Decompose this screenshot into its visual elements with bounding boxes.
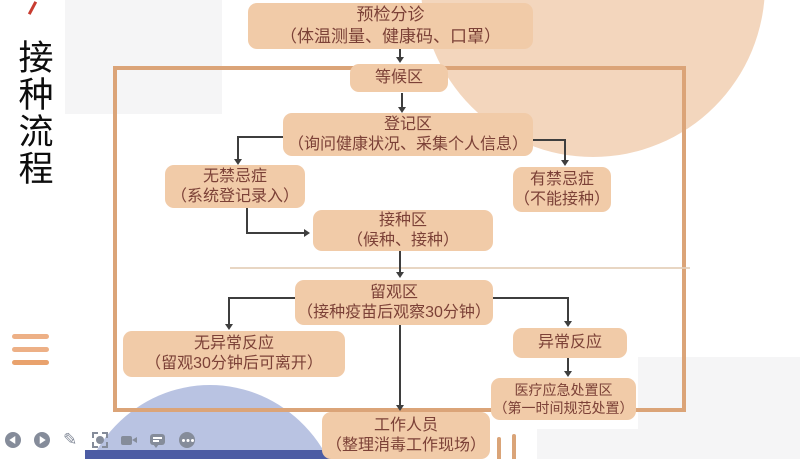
connector-registration-contra bbox=[561, 139, 569, 166]
node-title: 有禁忌症 bbox=[529, 170, 594, 188]
node-title: 无异常反应 bbox=[193, 335, 274, 352]
connector-nocontra-vaccination bbox=[246, 229, 310, 237]
node-title: 接种区 bbox=[378, 211, 427, 229]
connector-precheck-waiting bbox=[396, 49, 404, 63]
flow-node-waiting: 等候区 bbox=[350, 64, 448, 92]
camera-icon[interactable] bbox=[121, 432, 137, 448]
node-subtitle: （第一时间规范处置） bbox=[493, 400, 634, 416]
node-subtitle: （整理消毒工作现场） bbox=[325, 436, 486, 454]
node-subtitle: （系统登记录入） bbox=[170, 187, 299, 205]
flow-node-observation: 留观区 （接种疫苗后观察30分钟） bbox=[295, 280, 493, 325]
pencil-icon[interactable] bbox=[63, 432, 79, 448]
connector-registration-nocontra bbox=[237, 136, 283, 138]
node-title: 医疗应急处置区 bbox=[514, 382, 613, 398]
connector-registration-contra bbox=[532, 139, 566, 141]
connector-observation-normal bbox=[225, 297, 233, 330]
decor-red-tick bbox=[27, 1, 38, 15]
connector-registration-nocontra bbox=[234, 136, 242, 165]
connector-waiting-registration bbox=[398, 93, 406, 113]
node-title: 异常反应 bbox=[537, 334, 602, 351]
node-title: 登记区 bbox=[383, 115, 432, 133]
node-subtitle: （体温测量、健康码、口罩） bbox=[280, 27, 501, 46]
node-title: 工作人员 bbox=[373, 416, 438, 434]
flow-node-staff: 工作人员 （整理消毒工作现场） bbox=[322, 412, 490, 459]
decor-vertical-bar bbox=[512, 434, 516, 459]
decor-blue-bar bbox=[85, 450, 460, 459]
connector-observation-abnormal bbox=[564, 297, 572, 327]
decor-gray-rect-bottom bbox=[537, 429, 800, 459]
node-title: 无禁忌症 bbox=[202, 167, 267, 185]
flow-node-precheck: 预检分诊 （体温测量、健康码、口罩） bbox=[248, 3, 533, 49]
connector-nocontra-vaccination bbox=[246, 207, 248, 234]
more-icon[interactable] bbox=[179, 432, 195, 448]
flow-node-registration: 登记区 （询问健康状况、采集个人信息） bbox=[283, 113, 533, 156]
node-subtitle: （接种疫苗后观察30分钟） bbox=[297, 303, 491, 321]
connector-observation-abnormal bbox=[493, 297, 569, 299]
flow-node-no-reaction: 无异常反应 （留观30分钟后可离开） bbox=[123, 331, 345, 377]
decor-hamburger-line bbox=[12, 334, 49, 339]
connector-observation-normal bbox=[228, 297, 295, 299]
flow-node-no-contraindication: 无禁忌症 （系统登记录入） bbox=[165, 165, 305, 208]
chat-icon[interactable] bbox=[150, 432, 166, 448]
decor-hamburger-line bbox=[12, 347, 49, 352]
flow-node-emergency: 医疗应急处置区 （第一时间规范处置） bbox=[491, 378, 636, 420]
flow-node-vaccination: 接种区 （候种、接种） bbox=[313, 210, 493, 251]
node-subtitle: （询问健康状况、采集个人信息） bbox=[287, 135, 528, 153]
slide-title: 接种流程 bbox=[18, 39, 54, 189]
node-title: 等候区 bbox=[374, 69, 423, 86]
connector-observation-staff bbox=[396, 325, 404, 411]
laser-pointer-icon[interactable] bbox=[92, 432, 108, 448]
decor-divider-line bbox=[230, 267, 690, 269]
node-subtitle: （不能接种） bbox=[513, 190, 610, 208]
player-toolbar bbox=[5, 432, 195, 448]
decor-vertical-bar bbox=[497, 437, 501, 459]
node-title: 预检分诊 bbox=[356, 5, 425, 24]
decor-hamburger-line bbox=[12, 360, 49, 365]
node-subtitle: （留观30分钟后可离开） bbox=[145, 355, 323, 372]
flow-node-abnormal-reaction: 异常反应 bbox=[513, 328, 627, 358]
node-title: 留观区 bbox=[369, 283, 418, 301]
next-icon[interactable] bbox=[34, 432, 50, 448]
connector-vaccination-observation bbox=[396, 251, 404, 278]
decor-gray-rect-topleft bbox=[65, 0, 222, 114]
previous-icon[interactable] bbox=[5, 432, 21, 448]
connector-abnormal-emergency bbox=[564, 358, 572, 377]
flow-node-contraindication: 有禁忌症 （不能接种） bbox=[513, 167, 611, 212]
node-subtitle: （候种、接种） bbox=[346, 231, 459, 249]
